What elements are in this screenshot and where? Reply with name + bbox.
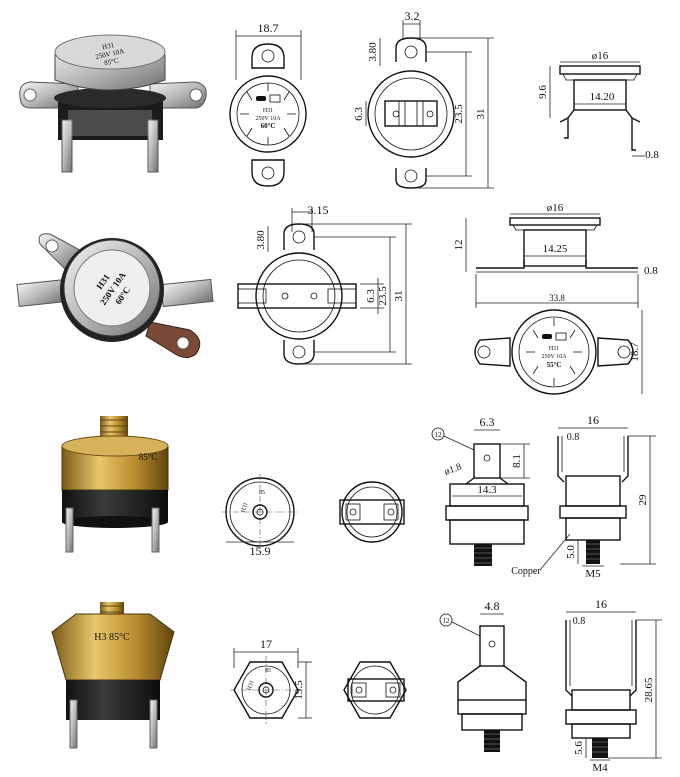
row1-side-height-label: 9.6 bbox=[537, 85, 549, 99]
row2-back-tab-label: 3.15 bbox=[308, 203, 329, 217]
row4-top-height-label: 19.5 bbox=[293, 680, 305, 700]
row2-side-height-label: 12 bbox=[453, 240, 465, 251]
row1-back-tab-label: 3.2 bbox=[405, 9, 420, 23]
row3-terminal-width-label: 6.3 bbox=[480, 415, 495, 429]
row1-photo: H31 250V 10A 85°C bbox=[19, 34, 207, 173]
row3-side-stud-label: 5.0 bbox=[565, 545, 577, 559]
row3-terminal-circle-label: 12 bbox=[435, 431, 443, 439]
row1-side-view: ø16 9.6 14.20 0.8 bbox=[537, 50, 659, 161]
row1-side-lead-label: 0.8 bbox=[645, 149, 659, 161]
row2-back-overall-label: 31 bbox=[393, 291, 405, 302]
row1-back-overall-label: 31 bbox=[475, 109, 487, 120]
row3-top-width-label: 15.9 bbox=[250, 544, 271, 558]
row1-back-ear-label: 3.80 bbox=[367, 42, 379, 62]
row2-back-inner-label: 23.5 bbox=[377, 286, 389, 306]
row1-back-center-label: 6.3 bbox=[353, 107, 365, 121]
row2-side-lead-label: 0.8 bbox=[644, 265, 658, 277]
row3-top-marking-2: 85 bbox=[259, 490, 265, 496]
row2-front-marking-3: 55°C bbox=[547, 361, 562, 369]
row4-bottom-view bbox=[343, 661, 407, 719]
row4-top-view: 17 H31 85 19.5 bbox=[230, 637, 312, 724]
row4-side-thread-label: M4 bbox=[592, 762, 608, 774]
photo3-marking: 85°C bbox=[139, 452, 158, 462]
row3-side-lead-label: 0.8 bbox=[567, 432, 580, 443]
row2-side-view: ø16 12 14.25 0.8 33.8 bbox=[453, 202, 658, 308]
row3-terminal-height-label: 8.1 bbox=[511, 454, 523, 468]
photo1-marking-1: H31 bbox=[101, 41, 115, 51]
row3-terminal-hole-label: ø1.8 bbox=[443, 461, 463, 477]
row2-front-height-label: 18.7 bbox=[629, 342, 641, 362]
row4-top-marking-2: 85 bbox=[265, 668, 271, 674]
row2-photo: H31 250V 10A 60°C bbox=[16, 233, 214, 358]
row2-front-marking-1: H31 bbox=[549, 346, 559, 352]
row4-terminal-width-label: 4.8 bbox=[485, 599, 500, 613]
row4-terminal-view: 4.8 12 bbox=[439, 599, 527, 752]
row2-side-span-label: 33.8 bbox=[549, 293, 565, 303]
row1-front-width-label: 18.7 bbox=[258, 21, 279, 35]
row2-back-center-label: 6.3 bbox=[365, 289, 377, 303]
row3-side-thread-label: M5 bbox=[585, 568, 601, 580]
row2-back-ear-label: 3.80 bbox=[255, 230, 267, 250]
row3-side-width-label: 16 bbox=[587, 413, 599, 427]
row3-side-material-label: Copper bbox=[511, 566, 541, 577]
row1-front-marking-2: 250V 10A bbox=[255, 116, 281, 122]
row4-top-width-label: 17 bbox=[260, 637, 272, 651]
row2-back-view: 3.15 3.80 6.3 23.5 31 bbox=[237, 203, 412, 365]
row4-photo: H3 85°C bbox=[51, 602, 175, 749]
row3-side-height-label: 29 bbox=[637, 494, 649, 506]
row3-terminal-view: 6.3 12 ø1.8 8.1 14.3 bbox=[431, 415, 530, 566]
row4-terminal-circle-label: 12 bbox=[443, 617, 451, 625]
row1-front-marking-1: H31 bbox=[263, 108, 273, 114]
row4-side-height-label: 28.65 bbox=[643, 677, 655, 702]
row2-front-marking-2: 250V 10A bbox=[541, 354, 567, 360]
row1-back-view: 3.2 3.80 6.3 23.5 31 bbox=[353, 9, 494, 189]
row2-side-dia-label: ø16 bbox=[547, 202, 564, 214]
row4-side-width-label: 16 bbox=[595, 597, 607, 611]
row1-front-view: 18.7 H31 250V 10A 60°C bbox=[229, 21, 307, 187]
photo1-marking-3: 85°C bbox=[104, 56, 120, 67]
row3-bottom-view bbox=[339, 481, 405, 543]
row1-front-marking-3: 60°C bbox=[261, 122, 276, 130]
row4-side-stud-label: 5.6 bbox=[573, 741, 585, 755]
row3-photo: 85°C bbox=[61, 416, 169, 553]
row1-side-width-label: 14.20 bbox=[590, 91, 615, 103]
row3-top-view: H31 85 15.9 bbox=[222, 474, 298, 558]
row1-side-dia-label: ø16 bbox=[592, 50, 609, 62]
row3-terminal-body-label: 14.3 bbox=[477, 484, 497, 496]
row4-top-marking-1: H31 bbox=[246, 680, 255, 692]
row2-side-width-label: 14.25 bbox=[543, 243, 568, 255]
row4-side-lead-label: 0.8 bbox=[573, 616, 586, 627]
row1-back-inner-label: 23.5 bbox=[453, 104, 465, 124]
row2-front-view: H31 250V 10A 55°C 18.7 bbox=[474, 309, 643, 395]
row4-side-view: 16 0.8 28.65 5.6 M4 bbox=[565, 597, 662, 774]
row3-top-marking-1: H31 bbox=[240, 502, 249, 514]
photo4-marking: H3 85°C bbox=[94, 632, 130, 643]
row3-side-view: 16 0.8 29 5.0 M5 Copper bbox=[511, 413, 656, 580]
